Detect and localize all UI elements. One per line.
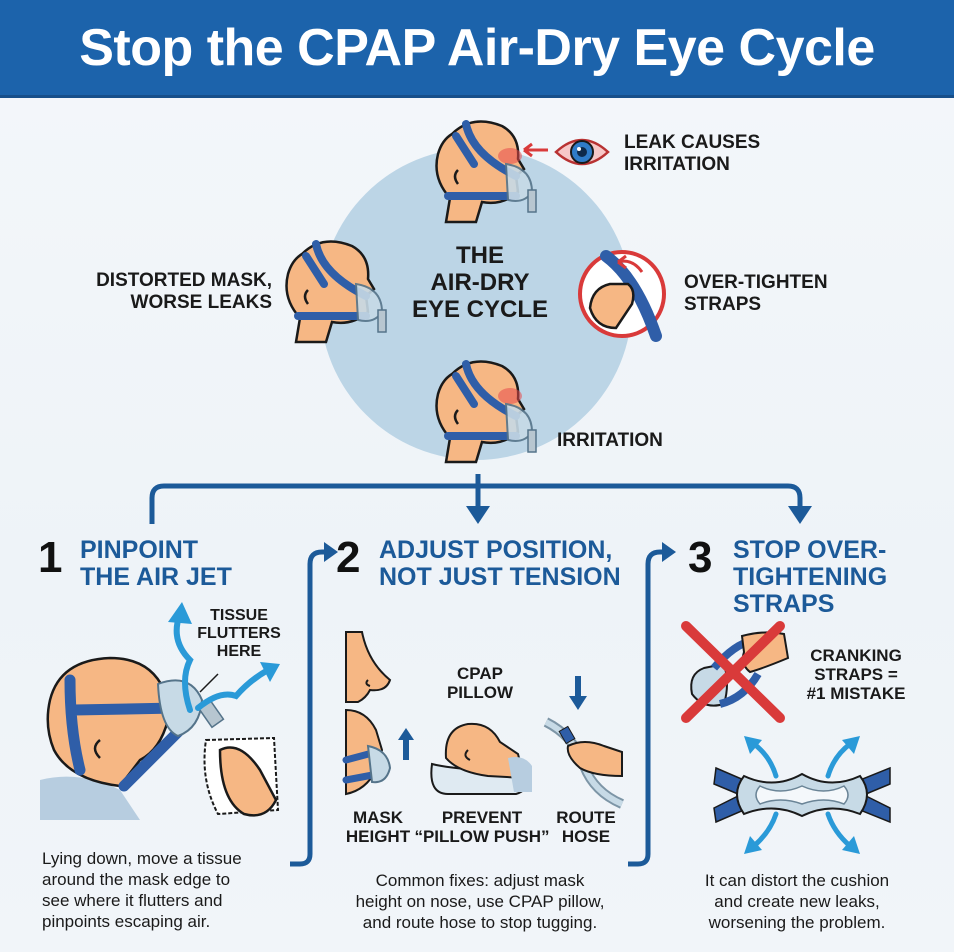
masked-face-icon	[285, 240, 387, 344]
title-line: THE AIR JET	[80, 563, 232, 591]
prevent-pillow-push-label: PREVENT “PILLOW PUSH”	[414, 808, 550, 846]
masked-face-icon	[435, 120, 537, 224]
description-line: see where it flutters and	[42, 891, 223, 910]
distorted-cushion-icon	[713, 736, 891, 854]
label-line: CPAP	[457, 664, 503, 683]
description-line: height on nose, use CPAP pillow,	[355, 892, 605, 911]
title-line: PINPOINT	[80, 536, 199, 564]
step-1-title: PINPOINT THE AIR JET	[80, 537, 232, 591]
title-line: NOT JUST TENSION	[379, 563, 621, 591]
label-line: OVER-TIGHTEN	[684, 272, 828, 293]
description-line: Lying down, move a tissue	[42, 849, 242, 868]
callout-line: FLUTTERS	[197, 625, 281, 642]
title-line: TIGHTENING	[733, 563, 888, 591]
label-line: STRAPS	[684, 294, 762, 315]
route-hose-icon	[543, 676, 625, 809]
step-1-description: Lying down, move a tissue around the mas…	[42, 848, 242, 932]
step-3-description: It can distort the cushion and create ne…	[672, 870, 922, 933]
label-line: PILLOW	[446, 683, 514, 702]
route-hose-label: ROUTE HOSE	[554, 808, 618, 846]
step-2-title: ADJUST POSITION, NOT JUST TENSION	[379, 537, 621, 591]
description-line: around the mask edge to	[42, 870, 231, 889]
cycle-title-line: THE	[456, 242, 504, 269]
label-line: MASK	[352, 808, 404, 827]
cycle-title-line: AIR-DRY	[430, 269, 530, 296]
title-line: STOP OVER-	[733, 536, 887, 564]
label-line: “PILLOW PUSH”	[414, 827, 550, 846]
step-3-title: STOP OVER- TIGHTENING STRAPS	[733, 537, 887, 618]
header-banner: Stop the CPAP Air-Dry Eye Cycle	[0, 0, 954, 98]
description-line: It can distort the cushion	[704, 871, 890, 890]
cycle-node-bottom-label: IRRITATION	[557, 430, 663, 452]
label-line: ROUTE	[556, 808, 616, 827]
cpap-pillow-icon	[430, 722, 532, 795]
cycle-title: THE AIR-DRY EYE CYCLE	[380, 242, 580, 323]
lying-patient-tissue-icon	[40, 602, 280, 820]
label-line: IRRITATION	[624, 154, 730, 175]
cranking-callout: CRANKING STRAPS = #1 MISTAKE	[796, 646, 916, 703]
callout-line: #1 MISTAKE	[806, 684, 906, 703]
callout-line: TISSUE	[210, 607, 268, 624]
label-line: DISTORTED MASK,	[96, 270, 272, 291]
title-line: STRAPS	[733, 590, 835, 618]
callout-line: STRAPS =	[814, 665, 898, 684]
label-line: PREVENT	[441, 808, 523, 827]
masked-face-irritated-icon	[435, 360, 537, 464]
nose-profile-icon	[345, 631, 392, 703]
cycle-node-top-label: LEAK CAUSES IRRITATION	[624, 132, 760, 176]
description-line: pinpoints escaping air.	[42, 912, 211, 931]
cycle-node-right-label: OVER-TIGHTEN STRAPS	[684, 272, 828, 316]
description-line: worsening the problem.	[708, 913, 886, 932]
callout-line: CRANKING	[810, 646, 902, 665]
step-2-description: Common fixes: adjust mask height on nose…	[340, 870, 620, 933]
step-3-number: 3	[688, 533, 713, 582]
step-1-number: 1	[38, 533, 63, 582]
label-line: HEIGHT	[345, 827, 411, 846]
cranking-strap-crossed-icon	[681, 621, 790, 723]
irritated-eye-icon	[523, 138, 610, 166]
cpap-pillow-label: CPAP PILLOW	[440, 664, 520, 702]
label-line: WORSE LEAKS	[130, 292, 272, 313]
description-line: and route hose to stop tugging.	[362, 913, 598, 932]
label-line: HOSE	[561, 827, 611, 846]
tissue-callout: TISSUE FLUTTERS HERE	[196, 607, 282, 661]
callout-line: HERE	[216, 643, 262, 660]
title-line: ADJUST POSITION,	[379, 536, 613, 564]
page-title: Stop the CPAP Air-Dry Eye Cycle	[79, 18, 875, 77]
cycle-title-line: EYE CYCLE	[411, 296, 549, 323]
mask-height-label: MASK HEIGHT	[340, 808, 416, 846]
no-tighten-strap-icon	[578, 250, 666, 342]
step-2-number: 2	[336, 533, 361, 582]
description-line: and create new leaks,	[714, 892, 880, 911]
label-line: LEAK CAUSES	[624, 132, 761, 153]
description-line: Common fixes: adjust mask	[375, 871, 585, 890]
mask-height-icon	[342, 708, 414, 796]
cycle-node-left-label: DISTORTED MASK, WORSE LEAKS	[80, 270, 272, 314]
label-line: IRRITATION	[557, 430, 663, 451]
